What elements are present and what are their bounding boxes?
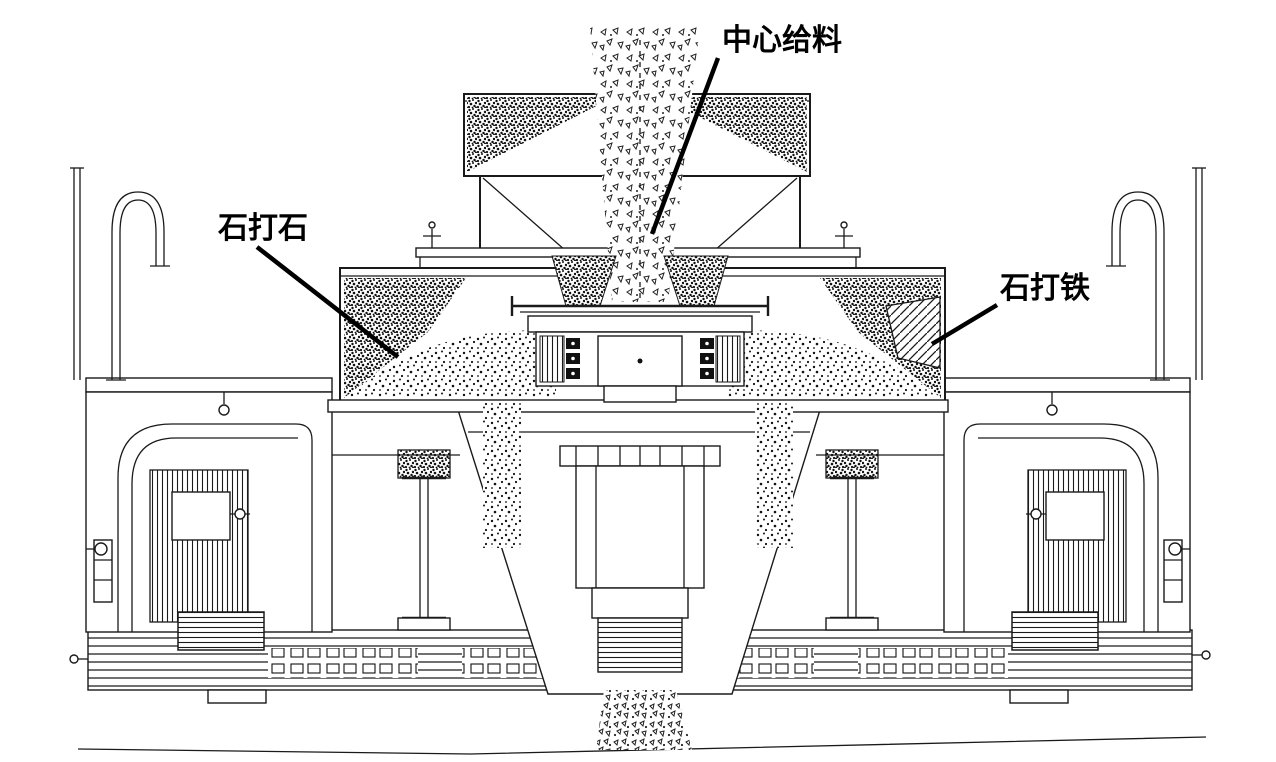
annotations: 中心给料 石打石 石打铁 [217,23,1090,359]
left-guard-pipe [69,167,171,381]
center-feed-stream [590,26,700,302]
left-support-beam [396,448,452,632]
right-guard-pipe [1105,167,1207,381]
leader-line-stone-on-iron [930,303,999,346]
base-rivet-strip [268,648,418,678]
bellows [597,617,683,673]
hopper-material-left [467,97,614,172]
base-foot [207,689,267,704]
label-center-feed: 中心给料 [722,23,842,58]
rock-pile-left [347,330,556,397]
main-shaft-assembly [559,445,721,673]
label-stone-on-iron: 石打铁 [999,271,1090,306]
spring-right [715,335,741,383]
iron-anvil [885,296,941,369]
particle-column-right [755,402,793,548]
rotor-assembly [510,296,770,403]
right-support-beam [824,448,880,632]
discharge-stream [596,690,692,750]
rock-lining-left [344,278,466,398]
spring-left [539,335,565,383]
base-rivet-strip [858,648,1008,678]
rock-pile-right [726,330,937,397]
ground-line [77,736,1207,755]
leader-line-center-feed [649,57,721,235]
particle-column-left [483,402,521,548]
label-stone-on-stone: 石打石 [217,211,308,246]
left-motor [85,377,333,651]
leader-line-stone-on-stone [255,245,400,359]
base-foot [1009,689,1069,704]
right-motor [943,377,1191,651]
